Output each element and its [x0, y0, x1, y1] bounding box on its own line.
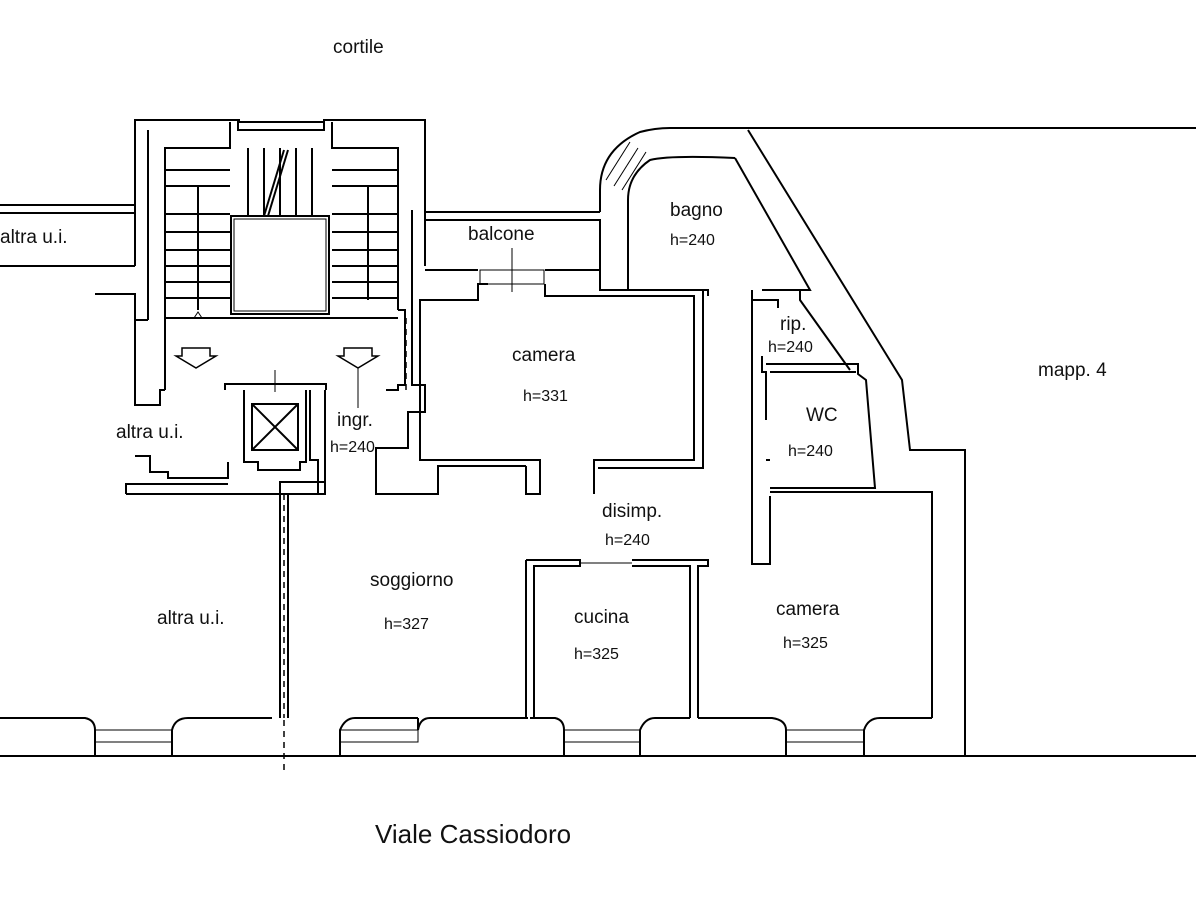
- neighbor-unit-label: altra u.i.: [0, 227, 68, 248]
- wc-height: h=240: [788, 443, 833, 460]
- bedroom-label: camera: [776, 599, 840, 620]
- storage-wc-walls: [751, 289, 933, 718]
- bedroom-height: h=331: [523, 388, 568, 405]
- entrance-label: ingr.: [337, 410, 373, 431]
- street-name: Viale Cassiodoro: [375, 819, 571, 849]
- entrance-walls: [375, 210, 541, 495]
- parcel-label: mapp. 4: [1038, 360, 1107, 381]
- stairwell: [134, 119, 426, 390]
- balcony: [425, 211, 704, 494]
- windows-street: [94, 729, 865, 743]
- bathroom-height: h=240: [670, 232, 715, 249]
- kitchen-walls: [525, 559, 709, 718]
- storage-label: rip.: [780, 314, 806, 335]
- wc-label: WC: [806, 405, 838, 426]
- street-facade-wall: [0, 717, 1196, 757]
- hallway-height: h=240: [605, 532, 650, 549]
- kitchen-label: cucina: [574, 607, 629, 628]
- bathroom-label: bagno: [670, 200, 723, 221]
- elevator: [224, 370, 327, 471]
- bedroom-label: camera: [512, 345, 576, 366]
- down-arrow-icon: [335, 347, 381, 408]
- party-wall: [279, 390, 326, 718]
- kitchen-height: h=325: [574, 646, 619, 663]
- neighbor-unit-label: altra u.i.: [116, 422, 184, 443]
- living-room-height: h=327: [384, 616, 429, 633]
- left-neighbor-walls: [0, 204, 325, 495]
- storage-height: h=240: [768, 339, 813, 356]
- balcony-label: balcone: [468, 224, 535, 245]
- bedroom-height: h=325: [783, 635, 828, 652]
- living-room-label: soggiorno: [370, 570, 453, 591]
- down-arrow-icon: [173, 347, 219, 369]
- neighbor-unit-label: altra u.i.: [157, 608, 225, 629]
- entrance-height: h=240: [330, 439, 375, 456]
- hallway-label: disimp.: [602, 501, 662, 522]
- courtyard-label: cortile: [333, 37, 384, 58]
